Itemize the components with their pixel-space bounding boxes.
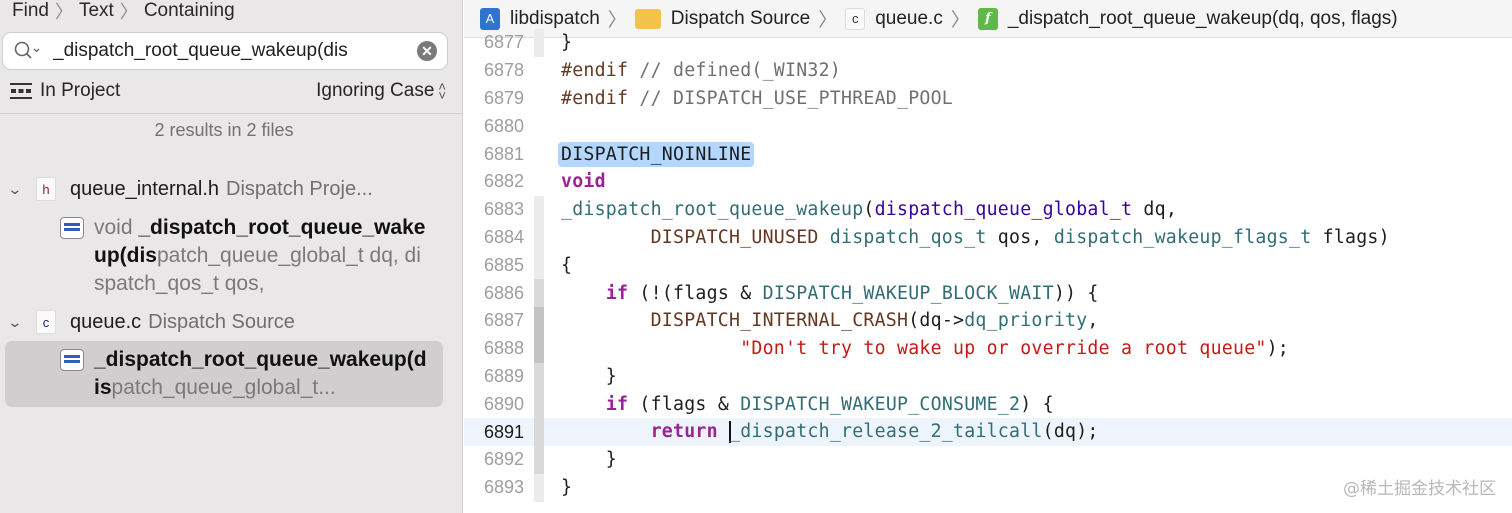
symbol-highlight: DISPATCH_NOINLINE [558,141,755,167]
clear-search-icon[interactable]: ✕ [417,41,437,61]
line-number: 6878 [483,60,524,81]
result-file-row[interactable]: ⌄ c queue.c Dispatch Source [7,308,295,336]
code-line: 6893 } [464,473,1512,502]
breadcrumb-find[interactable]: Find [12,0,49,21]
breadcrumb-containing[interactable]: Containing [143,0,235,21]
c-file-icon: c [36,310,56,334]
line-number: 6892 [483,449,524,470]
header-file-icon: h [36,177,56,201]
disclosure-chevron-icon[interactable]: ⌄ [7,313,23,330]
code-line: 6880 [464,112,1512,140]
code-line: 6879 #endif // DISPATCH_USE_PTHREAD_POOL [464,85,1512,113]
code-line: 6878 #endif // defined(_WIN32) [464,57,1512,85]
chevron-right-icon: 〉 [950,10,970,31]
code-line: 6884 DISPATCH_UNUSED dispatch_qos_t qos,… [464,223,1512,252]
scope-label: In Project [40,80,121,101]
match-icon [60,217,84,239]
jump-bar-symbol[interactable]: _dispatch_root_queue_wakeup(dq, qos, fla… [1007,7,1398,29]
match-text: void _dispatch_root_queue_wakeup(dispatc… [94,216,426,295]
case-sensitivity-popup[interactable]: Ignoring Case ˄˅ [316,78,446,104]
code-line: 6887 DISPATCH_INTERNAL_CRASH(dq->dq_prio… [464,306,1512,335]
line-number: 6893 [483,477,524,498]
chevron-right-icon: 〉 [119,2,138,22]
source-editor: A libdispatch 〉 Dispatch Source 〉 c queu… [464,0,1512,513]
scope-icon [10,82,32,100]
code-line: 6890 if (flags & DISPATCH_WAKEUP_CONSUME… [464,390,1512,419]
line-number: 6889 [483,365,524,386]
current-code-line: 6891 return _dispatch_release_2_tailcall… [464,418,1512,446]
line-number: 6886 [483,282,524,303]
code-line: 6883 _dispatch_root_queue_wakeup(dispatc… [464,195,1512,224]
chevron-right-icon: 〉 [607,10,627,31]
result-match-row[interactable]: void _dispatch_root_queue_wakeup(dispatc… [60,214,430,298]
line-number: 6879 [483,87,524,108]
project-icon: A [480,7,500,30]
result-match-row-selected[interactable]: _dispatch_root_queue_wakeup(dispatch_que… [60,346,430,402]
line-number: 6881 [483,143,524,164]
code-line: 6881 DISPATCH_NOINLINE [464,140,1512,168]
line-number: 6888 [483,338,524,359]
code-line: 6886 if (!(flags & DISPATCH_WAKEUP_BLOCK… [464,279,1512,307]
find-search-field[interactable]: ✕ [2,32,448,70]
watermark: @稀土掘金技术社区 [1343,479,1496,499]
search-options-icon[interactable] [13,39,43,63]
line-number: 6877 [483,32,524,53]
result-project-name: Dispatch Proje... [226,177,373,200]
result-file-name: queue.c [70,310,142,333]
disclosure-chevron-icon[interactable]: ⌄ [7,180,23,197]
folder-icon [634,8,661,29]
jump-bar-group[interactable]: Dispatch Source [670,7,811,29]
results-summary: 2 results in 2 files [154,120,294,140]
c-file-icon: c [845,7,866,30]
code-line: 6888 "Don't try to wake up or override a… [464,334,1512,363]
code-line: 6882 void [464,168,1512,196]
case-label: Ignoring Case [316,80,435,101]
match-text: _dispatch_root_queue_wakeup(dispatch_que… [94,348,427,399]
divider [0,113,463,114]
line-number: 6882 [483,171,524,192]
up-down-chevron-icon: ˄˅ [438,79,446,103]
breadcrumb-text[interactable]: Text [78,0,114,21]
result-file-row[interactable]: ⌄ h queue_internal.h Dispatch Proje... [7,175,373,203]
search-scope-button[interactable]: In Project [10,78,120,104]
line-number: 6890 [483,393,524,414]
match-icon [60,349,84,371]
find-navigator: Find 〉 Text 〉 Containing ✕ In Project Ig… [0,0,463,513]
chevron-right-icon: 〉 [818,10,838,31]
code-line: 6885 { [464,251,1512,280]
search-input[interactable] [53,40,403,62]
code-line: 6877 } [464,29,1512,57]
function-icon: f [977,7,998,30]
jump-bar: A libdispatch 〉 Dispatch Source 〉 c queu… [464,0,1512,38]
line-number: 6887 [483,310,524,331]
jump-bar-project[interactable]: libdispatch [510,7,600,29]
line-number: 6891 [483,421,524,442]
code-line: 6892 } [464,445,1512,474]
line-number: 6880 [483,115,524,136]
code-line: 6889 } [464,362,1512,391]
change-ribbon [534,29,544,57]
line-number: 6885 [483,254,524,275]
chevron-right-icon: 〉 [54,2,73,22]
result-file-name: queue_internal.h [70,177,220,200]
find-mode-breadcrumb[interactable]: Find 〉 Text 〉 Containing [12,0,235,24]
line-number: 6883 [483,199,524,220]
jump-bar-file[interactable]: queue.c [875,7,943,29]
text-cursor [729,421,732,444]
code-area[interactable]: 6877 } 6878 #endif // defined(_WIN32) 68… [464,29,1512,502]
result-project-name: Dispatch Source [148,310,295,333]
line-number: 6884 [483,226,524,247]
